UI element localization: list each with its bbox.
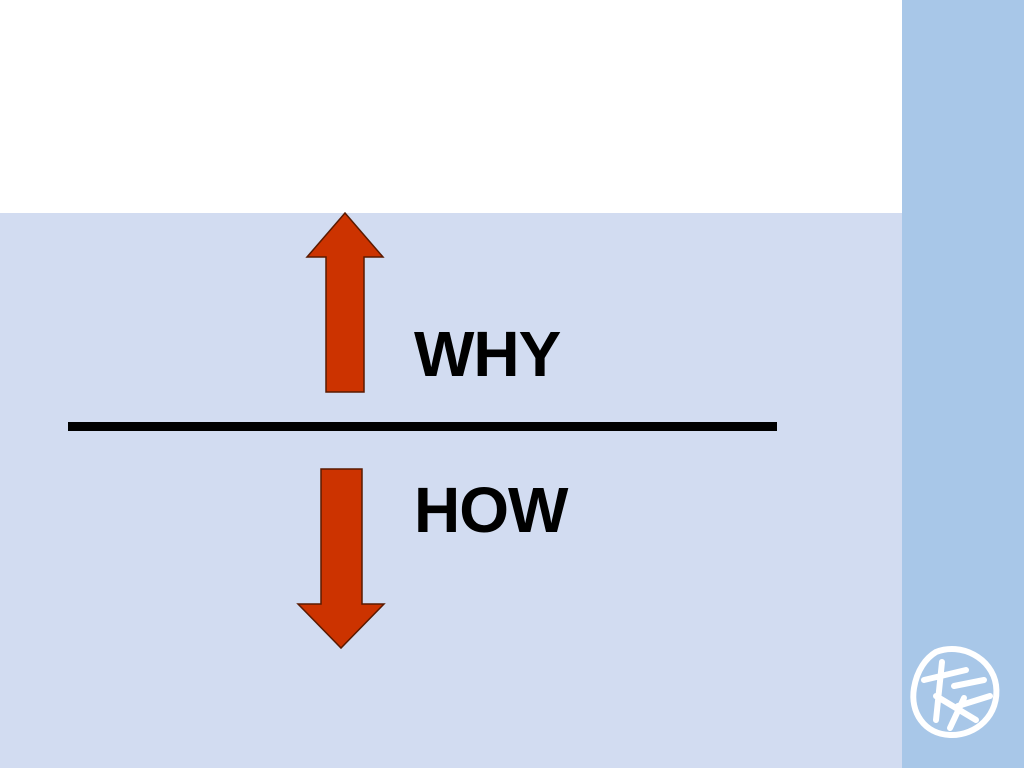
divider-line	[68, 422, 777, 431]
why-label: WHY	[414, 318, 561, 390]
brand-logo-icon	[910, 646, 1000, 739]
arrow-down-icon	[296, 468, 386, 650]
sidebar-panel	[902, 0, 1024, 768]
top-panel	[0, 0, 902, 213]
how-label: HOW	[414, 474, 568, 546]
arrow-up-icon	[305, 212, 385, 393]
content-panel	[0, 213, 902, 768]
